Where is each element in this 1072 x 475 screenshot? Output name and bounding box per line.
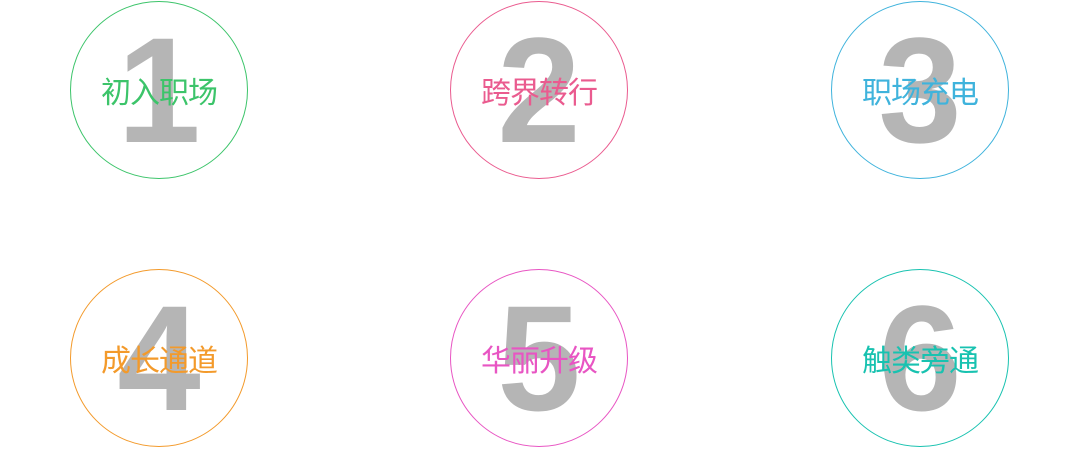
card-number: 6 <box>878 274 962 442</box>
card-number: 3 <box>878 6 962 174</box>
card-label: 跨界转行 <box>481 76 598 111</box>
card-number: 2 <box>497 6 581 174</box>
card-6-cross-domain[interactable]: 6 触类旁通 <box>831 269 1009 447</box>
card-label: 华丽升级 <box>481 344 598 379</box>
card-label: 职场充电 <box>862 76 979 111</box>
card-1-first-job[interactable]: 1 初入职场 <box>70 1 248 179</box>
card-5-upgrade[interactable]: 5 华丽升级 <box>450 269 628 447</box>
card-4-growth-path[interactable]: 4 成长通道 <box>70 269 248 447</box>
card-label: 触类旁通 <box>862 344 979 379</box>
card-3-workplace-recharge[interactable]: 3 职场充电 <box>831 1 1009 179</box>
card-2-career-change[interactable]: 2 跨界转行 <box>450 1 628 179</box>
card-label: 初入职场 <box>101 76 218 111</box>
card-number: 5 <box>497 274 581 442</box>
card-label: 成长通道 <box>101 344 218 379</box>
card-number: 4 <box>117 274 201 442</box>
card-number: 1 <box>117 6 201 174</box>
